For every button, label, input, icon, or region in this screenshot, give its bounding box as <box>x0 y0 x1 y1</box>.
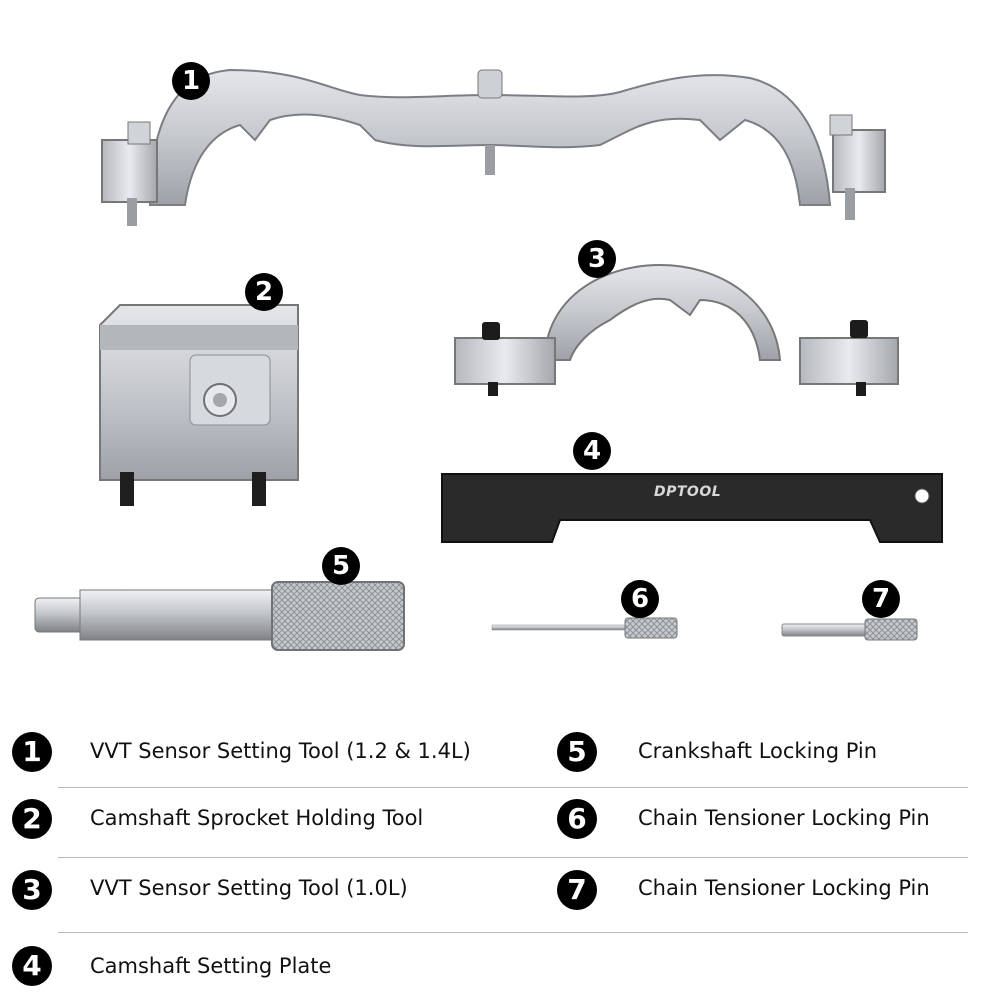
legend-text-1: VVT Sensor Setting Tool (1.2 & 1.4L) <box>90 739 471 763</box>
legend-badge-3: 3 <box>12 870 52 910</box>
legend-divider-3 <box>58 932 968 933</box>
tool-7-chain-tensioner-locking-pin <box>781 618 918 641</box>
legend-badge-2: 2 <box>12 799 52 839</box>
legend-text-5: Crankshaft Locking Pin <box>638 739 878 763</box>
photo-badge-1: 1 <box>172 62 210 100</box>
photo-badge-7: 7 <box>862 580 900 618</box>
legend-text-7: Chain Tensioner Locking Pin <box>638 876 930 900</box>
photo-badge-6: 6 <box>621 580 659 618</box>
legend-divider-2 <box>58 857 968 858</box>
legend-divider-1 <box>58 787 968 788</box>
tool-3-vvt-sensor-setting-tool <box>454 263 899 396</box>
legend-badge-7: 7 <box>557 870 597 910</box>
legend-badge-6: 6 <box>557 799 597 839</box>
legend-badge-4: 4 <box>12 946 52 986</box>
photo-badge-4: 4 <box>573 432 611 470</box>
tool-kit-photo <box>34 68 943 651</box>
photo-badge-5: 5 <box>322 547 360 585</box>
tool-2-camshaft-sprocket-holding-tool <box>99 304 299 506</box>
legend-text-2: Camshaft Sprocket Holding Tool <box>90 806 424 830</box>
legend-text-4: Camshaft Setting Plate <box>90 954 332 978</box>
photo-badge-2: 2 <box>245 273 283 311</box>
legend-badge-1: 1 <box>12 732 52 772</box>
tool-4-camshaft-setting-plate <box>441 473 943 543</box>
legend-text-3: VVT Sensor Setting Tool (1.0L) <box>90 876 408 900</box>
brand-engraving: DPTOOL <box>654 484 722 500</box>
legend-text-6: Chain Tensioner Locking Pin <box>638 806 930 830</box>
tool-1-vvt-sensor-setting-tool <box>101 68 886 226</box>
tool-5-crankshaft-locking-pin <box>34 581 405 651</box>
legend-badge-5: 5 <box>557 732 597 772</box>
photo-badge-3: 3 <box>578 240 616 278</box>
tool-6-chain-tensioner-locking-pin <box>491 617 678 639</box>
